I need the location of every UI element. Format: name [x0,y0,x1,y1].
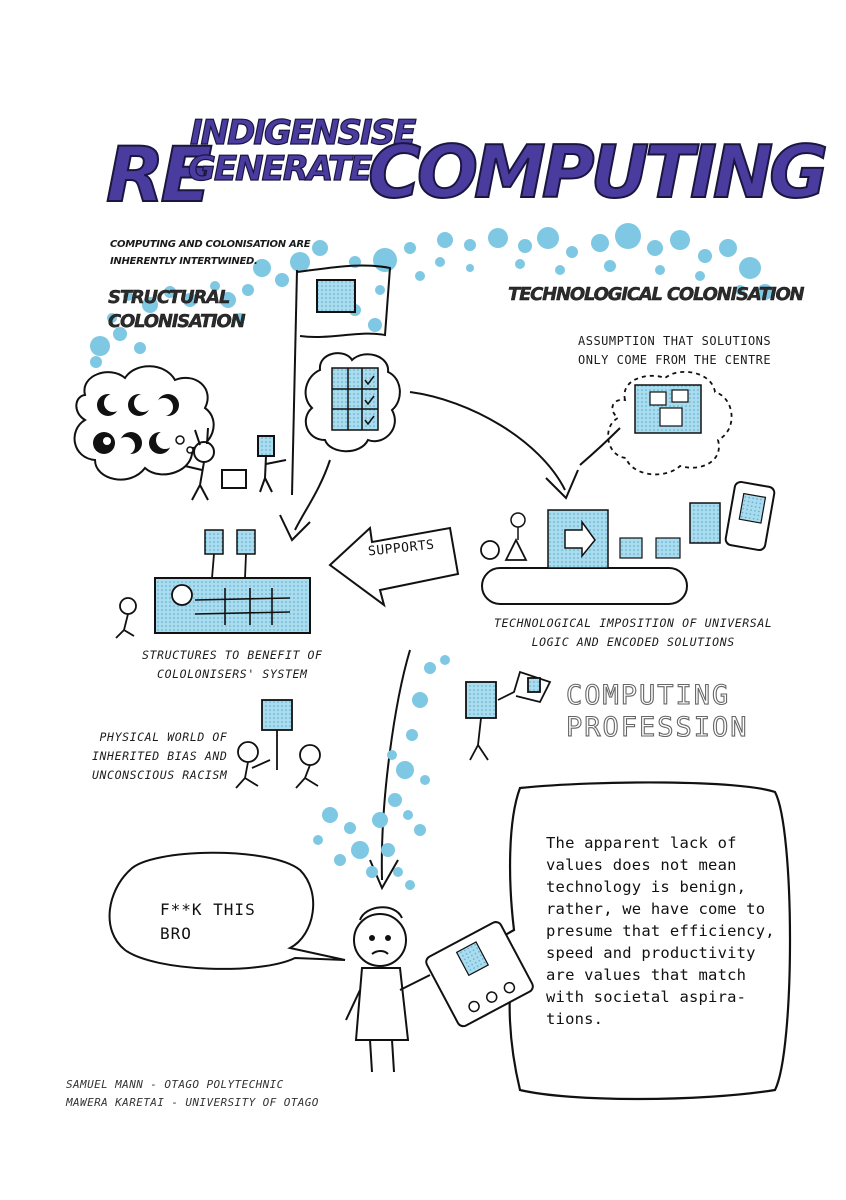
structural-colonisation-heading: STRUCTURAL COLONISATION [108,287,246,332]
title-main: COMPUTING [367,129,829,215]
checklist-cloud [304,352,401,453]
intro-line-2: INHERENTLY INTERTWINED. [110,256,258,267]
right-speech-bubble [466,781,792,1101]
intro-line-1: COMPUTING AND COLONISATION ARE [110,239,311,250]
centre-solutions-cloud [607,370,733,476]
moon-thought-cloud [73,365,215,481]
profession-figure [465,670,552,761]
held-device [425,921,534,1028]
computing-profession-label: COMPUTING PROFESSION [565,679,749,743]
conveyor-belt [480,480,776,605]
technological-colonisation-heading: TECHNOLOGICAL COLONISATION [508,284,805,305]
page-title: RE INDIGENSISE GENERATE COMPUTING [105,112,829,222]
stick-figures-flag [184,427,287,501]
physical-world-figures [235,699,321,789]
credit-line-1: SAMUEL MANN - OTAGO POLYTECHNIC [66,1078,284,1091]
colonial-structure [115,529,311,639]
credits: SAMUEL MANN - OTAGO POLYTECHNIC MAWERA K… [66,1076,319,1112]
intro-text: COMPUTING AND COLONISATION ARE INHERENTL… [110,236,311,270]
flag-drawing [291,264,392,496]
physical-world-note: PHYSICAL WORLD OF INHERITED BIAS AND UNC… [92,730,228,782]
supports-arrow [328,525,460,608]
imposition-note: TECHNOLOGICAL IMPOSITION OF UNIVERSAL LO… [494,616,773,649]
title-variant-bottom: GENERATE [187,149,373,189]
left-speech-text: F**K THIS BRO [160,900,256,943]
left-speech-bubble [108,851,346,970]
title-variant-top: INDIGENSISE [189,113,417,153]
credit-line-2: MAWERA KARETAI - UNIVERSITY OF OTAGO [66,1096,319,1109]
right-speech-text: The apparent lack of values does not mea… [546,834,775,1028]
assumption-note: ASSUMPTION THAT SOLUTIONS ONLY COME FROM… [578,334,772,367]
structures-note: STRUCTURES TO BENEFIT OF COLOLONISERS' S… [142,648,323,681]
blue-droplets [313,655,450,890]
title-prefix: RE [105,129,213,220]
main-person [345,906,431,1073]
